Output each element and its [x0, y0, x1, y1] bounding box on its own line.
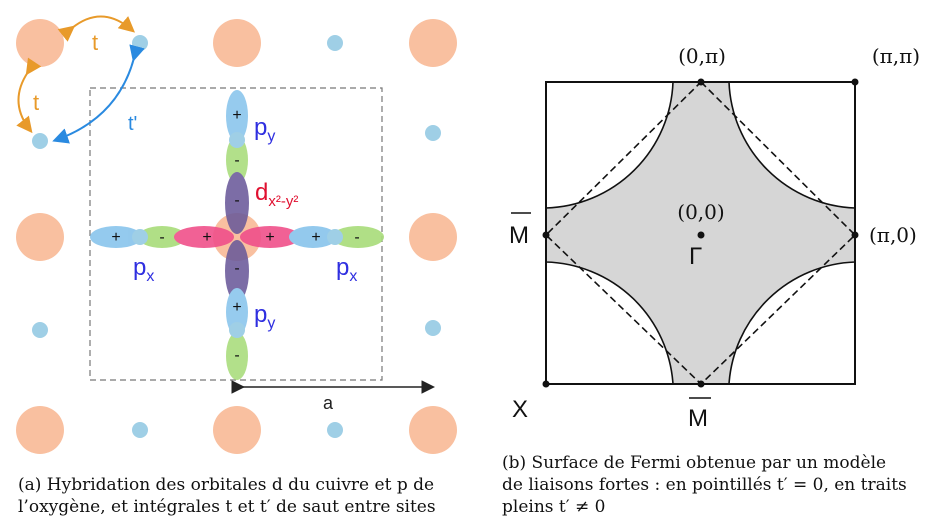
py-lobe-bottom-plus [226, 288, 248, 336]
sign-minus: - [234, 260, 239, 277]
oxygen-atom [327, 35, 343, 51]
unit-cell-dashed [89, 87, 383, 381]
sign-plus: + [311, 229, 320, 246]
central-copper-atom [213, 213, 261, 261]
caption-a: (a) Hybridation des orbitales d du cuivr… [18, 474, 468, 518]
py-label-top: py [254, 114, 275, 145]
oxygen-atoms [32, 35, 441, 438]
px-label-right: px [336, 254, 357, 285]
label-center: (0,0) [677, 200, 724, 224]
sign-plus: + [232, 299, 241, 316]
px-lobe-right-plus [289, 226, 337, 248]
label-top-right: (π,π) [872, 44, 920, 68]
sign-plus: + [232, 107, 241, 124]
oxygen-atom [132, 422, 148, 438]
hop-label-t-top: t [92, 30, 98, 55]
label-top-center: (0,π) [678, 44, 726, 68]
sign-plus: + [265, 229, 274, 246]
copper-atom [16, 406, 64, 454]
oxygen-atom [32, 133, 48, 149]
label-right-mid: (π,0) [869, 223, 917, 247]
caption-b-line2: de liaisons fortes : en pointillés t′ = … [502, 475, 907, 495]
sign-plus: + [111, 229, 120, 246]
oxygen-atom [327, 422, 343, 438]
oxygen-atom [132, 35, 148, 51]
copper-atom [16, 19, 64, 67]
lattice-constant-label: a [323, 393, 334, 413]
caption-a-line2: l’oxygène, et intégrales t et t′ de saut… [18, 497, 436, 517]
sign-minus: - [354, 229, 359, 246]
copper-atoms [16, 19, 457, 454]
sign-minus: - [234, 347, 239, 364]
lattice-diagram: + - + + + - + - - - + - py py px px dx²-… [16, 15, 457, 454]
copper-atom [409, 213, 457, 261]
py-lobe-top-plus [226, 90, 248, 142]
d-orbital-label: dx²-y² [255, 179, 298, 210]
copper-atom [16, 213, 64, 261]
hop-label-t-left: t [33, 90, 39, 115]
fermi-surface-diagram: (0,π) (π,π) (0,0) Γ (π,0) M M X [509, 44, 920, 432]
point-top-right [851, 78, 859, 86]
point-left-mid [542, 231, 550, 239]
oxygen-atom [229, 322, 245, 338]
oxygen-atom [132, 229, 148, 245]
hop-arrow-t-top [57, 15, 136, 42]
px-lobe-right-minus [332, 226, 384, 248]
py-label-bottom: py [254, 301, 275, 332]
caption-b: (b) Surface de Fermi obtenue par un modè… [502, 452, 927, 518]
vertical-orbitals [225, 90, 249, 380]
px-lobe-left-plus [90, 226, 142, 248]
oxygen-atom [32, 322, 48, 338]
point-top-center [697, 78, 705, 86]
label-bottom-mid: M [688, 405, 708, 432]
orbital-signs: + - + + + - + - - - + - [111, 107, 359, 364]
bond-oxygen-atoms [132, 132, 343, 338]
copper-atom [213, 19, 261, 67]
high-symmetry-points [542, 78, 859, 388]
px-label-left: px [133, 254, 154, 285]
sign-plus: + [202, 229, 211, 246]
orbital-labels: py py px px [133, 114, 357, 332]
point-center [697, 231, 705, 239]
caption-a-line1: (a) Hybridation des orbitales d du cuivr… [18, 475, 435, 495]
hop-arrow-t-left [16, 57, 42, 134]
py-lobe-top-minus [226, 136, 248, 184]
sign-minus: - [159, 229, 164, 246]
point-right-mid [851, 231, 859, 239]
label-bottom-left: X [512, 396, 528, 423]
hop-arrow-t-prime [52, 44, 145, 144]
caption-b-line3: pleins t′ ≠ 0 [502, 497, 606, 517]
oxygen-atom [425, 320, 441, 336]
hop-label-t-prime: t' [128, 113, 137, 135]
copper-atom [213, 406, 261, 454]
d-lobe-top [225, 172, 249, 234]
label-gamma: Γ [689, 243, 702, 270]
oxygen-atom [425, 125, 441, 141]
copper-atom [409, 406, 457, 454]
label-left-mid: M [509, 222, 529, 249]
sign-minus: - [234, 192, 239, 209]
d-lobe-bottom [225, 240, 249, 302]
copper-atom [409, 19, 457, 67]
d-lobe-left [174, 226, 234, 248]
py-lobe-bottom-minus [226, 332, 248, 380]
point-bottom-left [542, 380, 550, 388]
horizontal-orbitals [90, 226, 384, 248]
px-lobe-left-minus [138, 226, 186, 248]
d-lobe-right [240, 226, 300, 248]
caption-b-line1: (b) Surface de Fermi obtenue par un modè… [502, 453, 887, 473]
sign-minus: - [234, 152, 239, 169]
point-bottom-mid [697, 380, 705, 388]
oxygen-atom [229, 132, 245, 148]
oxygen-atom [327, 229, 343, 245]
